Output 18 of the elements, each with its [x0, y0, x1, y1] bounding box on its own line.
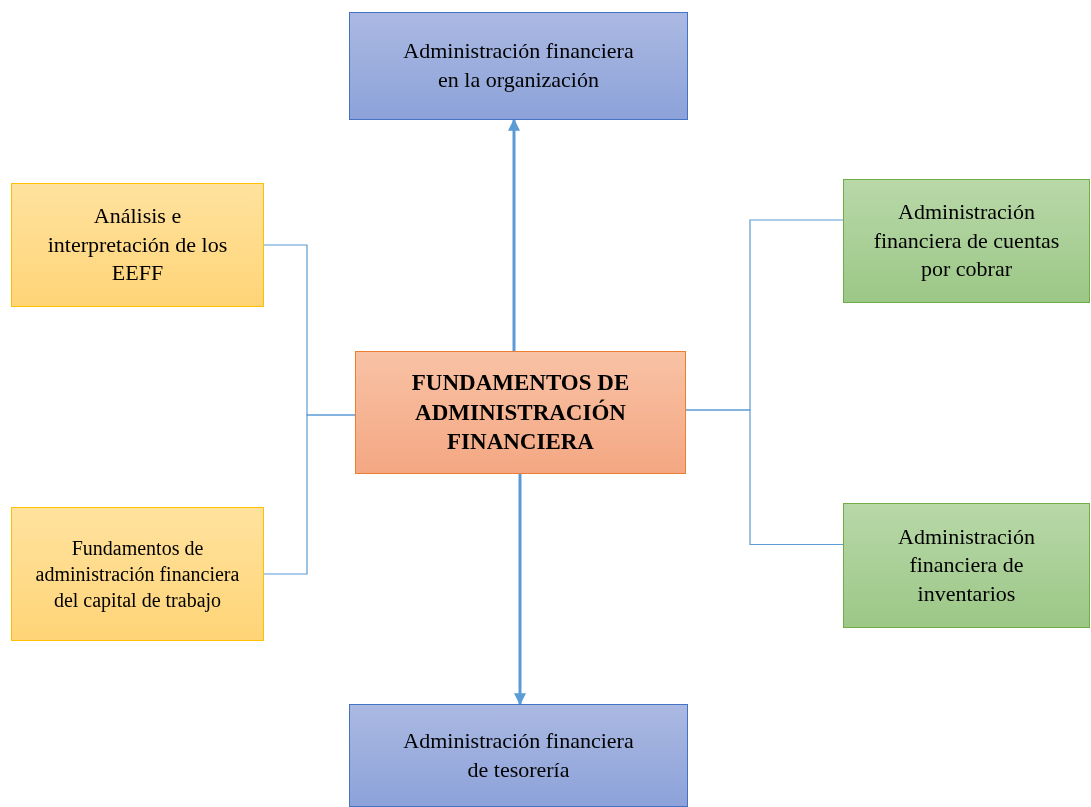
- topic-text: Fundamentos de administración financiera del capital de trabajo: [34, 536, 241, 613]
- title-text: FUNDAMENTOS DE ADMINISTRACIÓN FINANCIERA: [410, 368, 631, 457]
- connector-line: [263, 414, 356, 575]
- center-box: [355, 351, 686, 474]
- arrow: [508, 118, 520, 351]
- topic-box: [11, 507, 264, 641]
- topic-box: [349, 704, 688, 807]
- arrow: [514, 474, 526, 706]
- topic-box: [349, 12, 688, 120]
- topic-box: [843, 503, 1090, 628]
- topic-text: Administración financiera de tesorería: [402, 726, 635, 784]
- topic-box: [843, 179, 1090, 303]
- topic-text: Administración financiera en la organización: [402, 37, 635, 94]
- topic-box: [11, 183, 264, 307]
- topic-text: Administración financiera de cuentas por cobrar: [872, 198, 1061, 284]
- topic-text: Análisis e interpretación de los EEFF: [46, 202, 229, 288]
- topic-text: Administración financiera de inventarios: [897, 522, 1036, 608]
- connector-line: [685, 409, 844, 546]
